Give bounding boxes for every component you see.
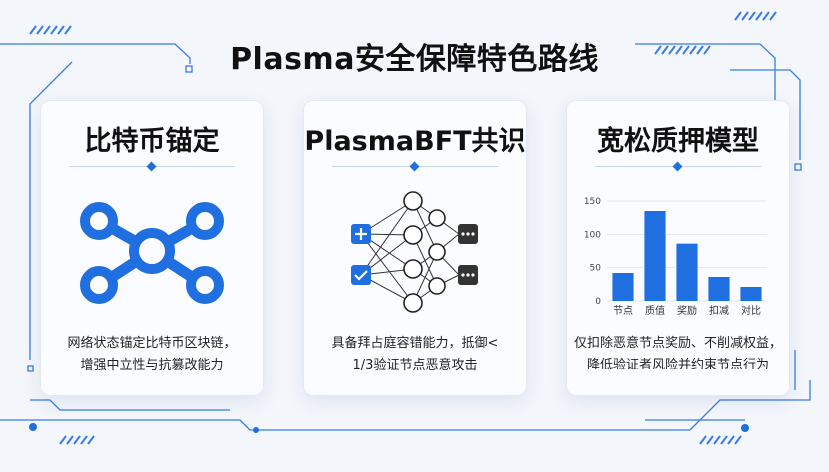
desc-line: 网络状态锚定比特币区块链， [67,336,237,351]
desc-line: 增强中立性与抗篡改能力 [80,358,224,373]
desc-line: 仅扣除恶意节点奖励、不削减权益， [573,336,782,351]
page-title: Plasma安全保障特色路线 [230,42,599,77]
card-description: 具备拜占庭容错能力，抵御< 1/3验证节点恶意攻击 [310,333,520,377]
network-node-icon [80,202,224,304]
desc-line: 具备拜占庭容错能力，抵御< [331,336,499,351]
card-title: PlasmaBFT共识 [304,126,526,157]
card-description: 网络状态锚定比特币区块链， 增强中立性与抗篡改能力 [47,333,257,377]
y-tick-label: 150 [584,197,601,207]
bar-奖励 [676,243,698,301]
desc-line: 降低验证者风险并约束节点行为 [586,358,769,369]
card-plasmabft: PlasmaBFT共识 [303,100,527,396]
bar-节点 [612,273,634,301]
card-bitcoin-anchor: 比特币锚定 网络状态锚定比特币区块链， 增强中立性与抗篡改能力 [40,100,264,396]
y-tick-label: 0 [595,297,601,307]
bar-chart-icon: 0 50 100 150 节点质值奖励扣减对比 [584,197,767,317]
y-tick-label: 100 [584,230,601,240]
card-relaxed-staking: 宽松质押模型 0 50 100 150 节点质值奖励扣减对比 仅扣除恶意节点奖励、不削减… [566,100,790,396]
x-tick-label: 质值 [645,304,665,317]
card-divider [595,161,761,172]
x-tick-label: 节点 [613,305,633,317]
card-title: 比特币锚定 [84,126,220,157]
y-tick-label: 50 [590,264,602,274]
bar-扣减 [708,277,730,301]
neural-network-icon [351,191,478,313]
card-divider [332,161,498,172]
x-tick-label: 奖励 [677,304,697,317]
card-divider [69,161,235,172]
card-title: 宽松质押模型 [597,126,759,157]
bar-对比 [740,287,762,301]
desc-line: 1/3验证节点恶意攻击 [352,358,478,373]
bar-质值 [644,211,666,301]
x-tick-label: 扣减 [709,304,729,317]
card-description: 仅扣除恶意节点奖励、不削减权益， 降低验证者风险并约束节点行为 [573,333,783,369]
x-tick-label: 对比 [741,304,761,317]
